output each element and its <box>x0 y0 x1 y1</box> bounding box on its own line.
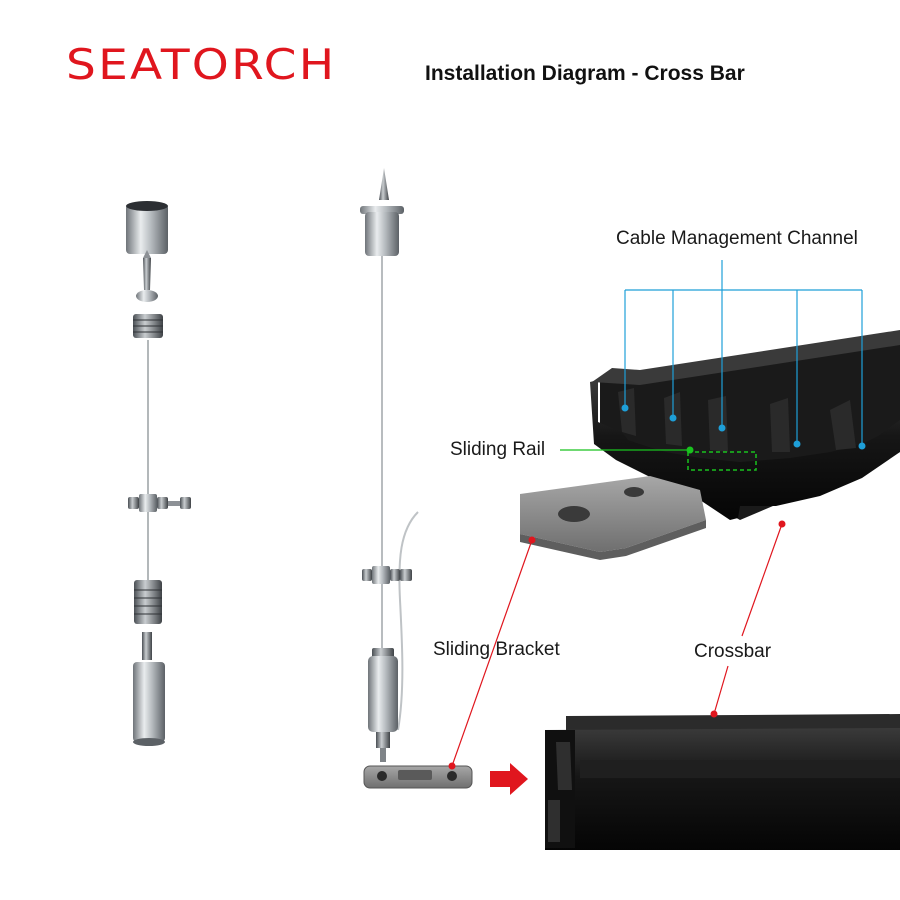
channel-fin-5 <box>830 400 856 450</box>
bracket-hole-2 <box>624 487 644 497</box>
cable-gripper <box>134 580 162 624</box>
crossbar-profile-section <box>520 330 900 560</box>
crossbar-extrusion <box>545 714 900 850</box>
channel-fin-4 <box>770 398 790 452</box>
assembled-suspension-kit <box>360 168 528 795</box>
callout-sliding-rail <box>560 446 694 454</box>
page-title: Installation Diagram - Cross Bar <box>425 62 745 85</box>
threaded-stud <box>142 632 152 660</box>
cable-clamp <box>139 494 157 512</box>
crossbar-body <box>545 728 900 850</box>
screw-head <box>136 290 158 302</box>
callout-dot <box>621 404 629 412</box>
gripper-sleeve <box>133 662 165 742</box>
label-sliding-bracket: Sliding Bracket <box>433 639 560 660</box>
screw-tip <box>143 250 151 258</box>
ceiling-cap-top <box>126 201 168 211</box>
exploded-suspension-kit <box>126 201 191 746</box>
sliding-bracket-plate <box>520 476 706 552</box>
cable-tail <box>397 511 419 731</box>
assembled-screw <box>379 168 389 200</box>
assembled-clamp <box>372 566 390 584</box>
assembled-gripper <box>368 656 398 732</box>
callout-cable-channel <box>621 260 866 450</box>
bracket-hole-1 <box>558 506 590 522</box>
label-sliding-rail: Sliding Rail <box>450 439 546 460</box>
ceiling-cap <box>126 204 168 254</box>
assembled-ceiling-cap <box>365 212 399 256</box>
sliding-rail-outline <box>687 451 757 471</box>
callout-crossbar <box>710 520 786 718</box>
callout-dot <box>718 424 726 432</box>
channel-fin-3 <box>708 396 728 452</box>
callout-dot <box>669 414 677 422</box>
callout-dot <box>793 440 801 448</box>
direction-arrow <box>490 763 528 795</box>
brand-logo: SEATORCH <box>66 40 337 89</box>
callout-sliding-bracket <box>448 536 536 770</box>
label-cable-management-channel: Cable Management Channel <box>616 228 858 249</box>
channel-fin-1 <box>618 388 636 436</box>
label-crossbar: Crossbar <box>694 641 772 662</box>
callout-dot <box>858 442 866 450</box>
wood-screw <box>143 258 151 290</box>
